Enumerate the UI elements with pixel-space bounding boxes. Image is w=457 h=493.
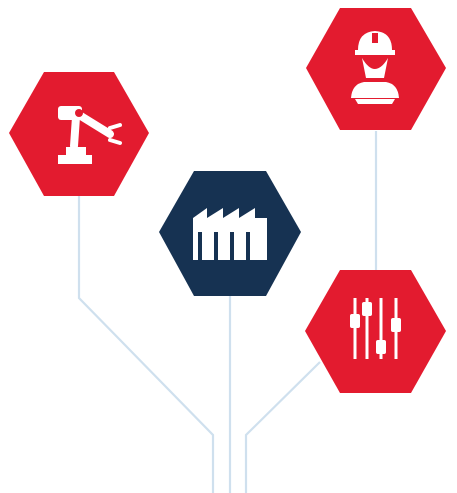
hard-hat-worker-icon [351,31,399,104]
node-worker [306,8,446,130]
connector-controls [244,361,321,493]
hexagon [305,270,446,393]
connector-robot-arm [77,196,215,493]
robot-arm-icon [58,106,122,164]
factory-icon [193,208,267,260]
connectors [77,131,378,493]
node-robot-arm [9,72,149,196]
node-controls [305,270,446,393]
hexagon [9,72,149,196]
sliders-icon [350,298,401,359]
node-factory [159,171,301,296]
